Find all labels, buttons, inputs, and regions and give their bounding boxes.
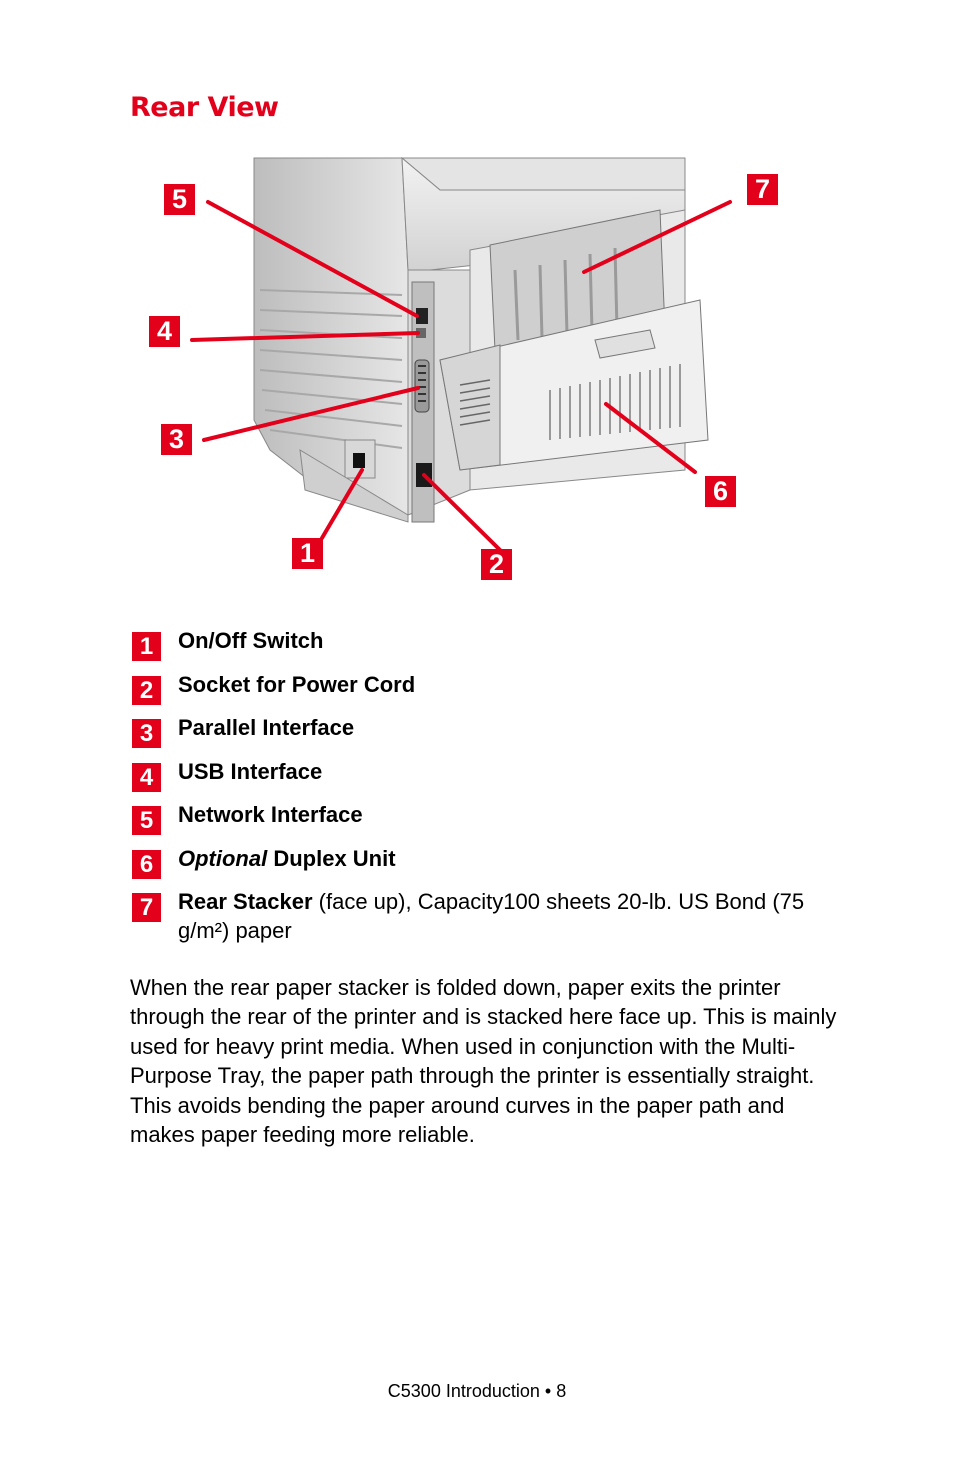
legend-number: 4 [132,763,161,792]
legend-label: Network Interface [178,802,363,827]
legend-label: Rear Stacker (face up), Capacity100 shee… [178,887,858,945]
callout-2: 2 [481,549,512,580]
legend-label-main: Duplex Unit [267,846,396,871]
printer-illustration [190,156,732,552]
legend-label: Socket for Power Cord [178,672,416,697]
callout-4: 4 [149,316,180,347]
legend-label: On/Off Switch [178,628,324,653]
callout-1: 1 [292,538,323,569]
legend-number: 2 [132,676,161,705]
legend-label-main: Rear Stacker [178,889,313,914]
page-footer: C5300 Introduction • 8 [0,1381,954,1402]
footer-page-number: 8 [556,1381,567,1401]
legend-label-detail: (face up), Capacity100 sheets 20-lb. US … [178,889,805,943]
printer-rear-view-figure: 5 7 4 3 6 1 2 [140,150,800,590]
callout-3: 3 [161,424,192,455]
legend-label: Parallel Interface [178,715,355,740]
callout-lines [190,200,732,552]
legend-number: 5 [132,806,161,835]
legend-number: 7 [132,893,161,922]
legend-number: 3 [132,719,161,748]
legend-label: Optional Duplex Unit [178,844,858,873]
legend-number: 1 [132,632,161,661]
legend-label: USB Interface [178,759,323,784]
footer-separator: • [539,1381,557,1401]
section-title: Rear View [130,92,279,123]
callout-6: 6 [705,476,736,507]
callout-7: 7 [747,174,778,205]
footer-document-title: C5300 Introduction [387,1381,540,1401]
body-paragraph: When the rear paper stacker is folded do… [130,975,837,1148]
callout-5: 5 [164,184,195,215]
legend-label-italic: Optional [178,846,268,871]
legend-number: 6 [132,850,161,879]
